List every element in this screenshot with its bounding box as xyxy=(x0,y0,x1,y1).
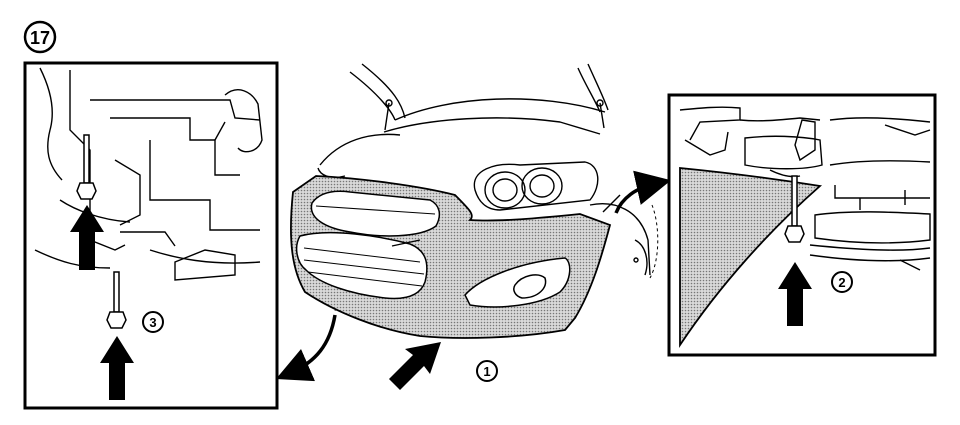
callout-1: 1 xyxy=(476,360,498,382)
left-panel-linework xyxy=(34,67,263,281)
right-panel-curve-arrow xyxy=(614,170,672,214)
left-upper-arrow xyxy=(70,205,104,270)
right-panel-linework xyxy=(679,106,931,271)
bumper-push-arrow xyxy=(389,342,441,390)
vehicle-front-view xyxy=(290,63,651,339)
step-number: 17 xyxy=(30,28,50,48)
bumper-openings xyxy=(295,190,571,308)
callout-2-label: 2 xyxy=(838,275,845,290)
left-detail-panel: 3 xyxy=(23,61,279,410)
left-lower-arrow xyxy=(100,336,134,400)
step-number-badge: 17 xyxy=(23,20,57,54)
left-lower-bolt xyxy=(106,271,127,329)
vehicle-body-linework xyxy=(317,63,651,276)
callout-2: 2 xyxy=(831,271,853,293)
right-detail-panel: 2 xyxy=(667,93,937,357)
grille-bars xyxy=(303,205,436,287)
left-upper-bolt xyxy=(76,134,97,200)
left-panel-curve-arrow xyxy=(275,314,337,382)
callout-3: 3 xyxy=(142,311,164,333)
bumper-corner xyxy=(679,167,823,348)
right-lower-arrow xyxy=(778,262,812,326)
callout-1-label: 1 xyxy=(483,364,490,379)
right-lower-bolt xyxy=(784,175,805,243)
callout-3-label: 3 xyxy=(149,315,156,330)
